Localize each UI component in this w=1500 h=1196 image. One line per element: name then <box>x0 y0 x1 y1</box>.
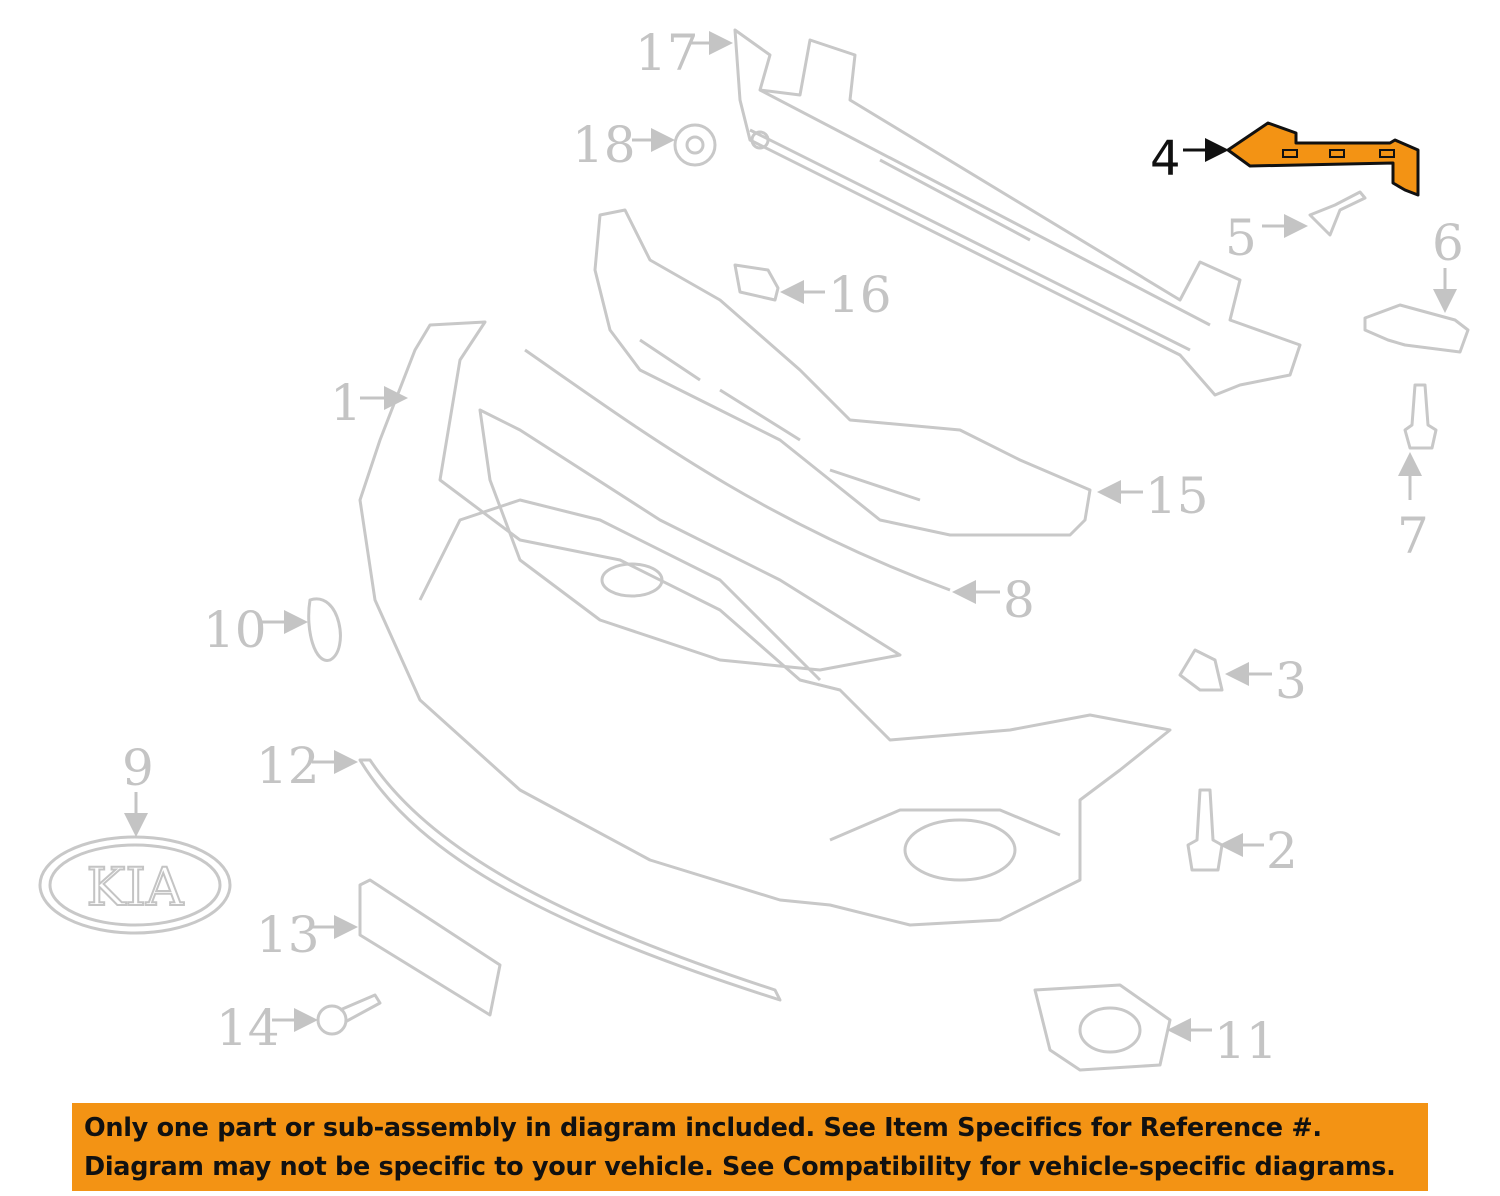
svg-text:8: 8 <box>1003 571 1035 629</box>
svg-text:6: 6 <box>1432 214 1464 272</box>
callout-16: 16 <box>780 266 892 324</box>
bumper-cover-part <box>358 320 1172 927</box>
molding-part <box>524 348 951 592</box>
callout-12: 12 <box>256 737 358 795</box>
callout-7: 7 <box>1397 452 1429 565</box>
tow-hook-cover-part <box>307 597 342 662</box>
svg-text:4: 4 <box>1150 131 1181 187</box>
callout-17: 17 <box>635 24 733 82</box>
svg-text:14: 14 <box>216 999 280 1057</box>
kia-emblem-part: KIA <box>38 835 232 935</box>
bolt-part <box>1308 190 1367 237</box>
svg-text:7: 7 <box>1397 507 1429 565</box>
nut-part <box>673 123 717 167</box>
svg-text:13: 13 <box>256 906 320 964</box>
emblem-text: KIA <box>87 858 185 918</box>
screw-part <box>1403 383 1438 450</box>
svg-text:5: 5 <box>1225 209 1257 267</box>
callout-1: 1 <box>330 374 408 432</box>
lower-molding-part <box>358 758 782 1002</box>
guide-bracket-part <box>1363 303 1470 354</box>
svg-text:2: 2 <box>1266 822 1298 880</box>
disclaimer-line-1: Only one part or sub-assembly in diagram… <box>84 1113 1322 1143</box>
svg-text:1: 1 <box>330 374 362 432</box>
energy-absorber-part <box>593 208 1092 537</box>
callout-2: 2 <box>1219 822 1298 880</box>
svg-text:15: 15 <box>1145 467 1209 525</box>
callout-14: 14 <box>216 999 318 1057</box>
callout-11: 11 <box>1167 1012 1278 1070</box>
callout-6: 6 <box>1432 214 1464 313</box>
clip-part <box>1178 648 1224 692</box>
bolt-part-2 <box>1186 788 1224 872</box>
callout-3: 3 <box>1225 652 1307 710</box>
callout-9: 9 <box>122 739 154 837</box>
svg-text:12: 12 <box>256 737 320 795</box>
callout-18: 18 <box>572 116 675 174</box>
svg-text:11: 11 <box>1214 1012 1278 1070</box>
fog-lamp-cover-part <box>1033 983 1172 1072</box>
callout-15: 15 <box>1097 467 1209 525</box>
disclaimer-banner: Only one part or sub-assembly in diagram… <box>72 1103 1428 1191</box>
svg-text:10: 10 <box>203 601 267 659</box>
svg-text:18: 18 <box>572 116 636 174</box>
svg-text:9: 9 <box>122 739 154 797</box>
callout-4: 4 <box>1150 131 1229 187</box>
license-bracket-part <box>358 878 502 1017</box>
bracket-part-highlighted <box>1226 121 1420 197</box>
grille-part <box>478 408 902 672</box>
callout-13: 13 <box>256 906 358 964</box>
rivet-part <box>316 993 382 1036</box>
callout-10: 10 <box>203 601 308 659</box>
svg-text:16: 16 <box>828 266 892 324</box>
callout-5: 5 <box>1225 209 1308 267</box>
svg-text:17: 17 <box>635 24 699 82</box>
callout-8: 8 <box>952 571 1035 629</box>
disclaimer-line-2: Diagram may not be specific to your vehi… <box>84 1152 1396 1182</box>
retainer-part <box>733 263 780 302</box>
bumper-reinforcement-part <box>733 28 1302 397</box>
svg-text:3: 3 <box>1275 652 1307 710</box>
